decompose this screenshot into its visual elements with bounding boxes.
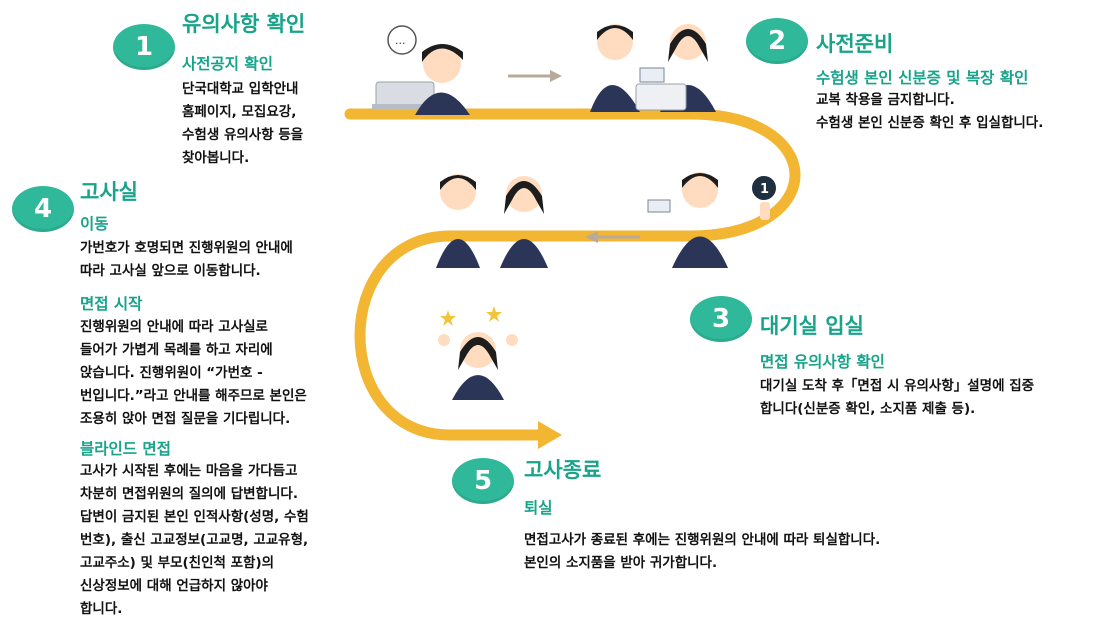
body-line: 홈페이지, 모집요강, xyxy=(182,104,297,120)
guide-illustration xyxy=(647,172,776,268)
step-4-badge: 4 xyxy=(12,186,74,232)
body-line: 답변이 금지된 본인 인적사항(성명, 수험 xyxy=(80,509,309,525)
step-5-body: 면접고사가 종료된 후에는 진행위원의 안내에 따라 퇴실합니다. 본인의 소지… xyxy=(524,529,880,575)
body-line: 들어가 가볍게 목례를 하고 자리에 xyxy=(80,342,273,358)
path-arrowhead xyxy=(538,421,562,449)
pointer-badge-text: 1 xyxy=(760,182,769,197)
body-line: 수험생 본인 신분증 확인 후 입실합니다. xyxy=(816,115,1044,131)
chat-bubble-text: ... xyxy=(395,34,406,47)
body-line: 번입니다.”라고 안내를 해주므로 본인은 xyxy=(80,388,307,404)
step-4-body-move: 가번호가 호명되면 진행위원의 안내에 따라 고사실 앞으로 이동합니다. xyxy=(80,237,293,283)
body-line: 수험생 유의사항 등을 xyxy=(182,127,304,143)
step-2-badge: 2 xyxy=(746,18,808,64)
step-3-body: 대기실 도착 후「면접 시 유의사항」설명에 집중 합니다(신분증 확인, 소지… xyxy=(760,375,1034,421)
body-line: 합니다(신분증 확인, 소지품 제출 등). xyxy=(760,401,976,417)
step-5-badge: 5 xyxy=(452,458,514,504)
step-4-subtitle-blind: 블라인드 면접 xyxy=(80,440,171,458)
step-2-title: 사전준비 xyxy=(816,32,894,56)
arrow-left-icon xyxy=(585,231,640,243)
arrow-right-icon xyxy=(508,70,562,82)
body-line: 합니다. xyxy=(80,601,123,617)
student-laptop-illustration xyxy=(372,25,470,115)
step-4-body-start: 진행위원의 안내에 따라 고사실로 들어가 가볍게 목례를 하고 자리에 앉습니… xyxy=(80,316,307,431)
body-line: 본인의 소지품을 받아 귀가합니다. xyxy=(524,555,718,571)
body-line: 고사가 시작된 후에는 마음을 가다듬고 xyxy=(80,463,298,479)
step-4-subtitle-start: 면접 시작 xyxy=(80,295,143,313)
step-3-title: 대기실 입실 xyxy=(760,314,864,338)
two-students-illustration xyxy=(436,174,548,268)
step-1-body: 단국대학교 입학안내 홈페이지, 모집요강, 수험생 유의사항 등을 찾아봅니다… xyxy=(182,78,303,170)
step-1-badge: 1 xyxy=(113,24,175,70)
body-line: 찾아봅니다. xyxy=(182,150,250,166)
step-5-subtitle: 퇴실 xyxy=(524,499,553,517)
cheering-student-illustration xyxy=(438,306,518,400)
step-4-title: 고사실 xyxy=(80,180,138,204)
body-line: 대기실 도착 후「면접 시 유의사항」설명에 집중 xyxy=(760,378,1035,394)
body-line: 따라 고사실 앞으로 이동합니다. xyxy=(80,263,261,279)
body-line: 단국대학교 입학안내 xyxy=(182,81,299,97)
step-2-subtitle: 수험생 본인 신분증 및 복장 확인 xyxy=(816,69,1029,87)
winding-path xyxy=(344,108,801,441)
id-exchange-illustration xyxy=(590,24,716,112)
body-line: 가번호가 호명되면 진행위원의 안내에 xyxy=(80,240,293,256)
body-line: 교복 착용을 금지합니다. xyxy=(816,92,955,108)
step-4-body-blind: 고사가 시작된 후에는 마음을 가다듬고 차분히 면접위원의 질의에 답변합니다… xyxy=(80,460,309,621)
step-2-body: 교복 착용을 금지합니다. 수험생 본인 신분증 확인 후 입실합니다. xyxy=(816,89,1043,135)
step-5-title: 고사종료 xyxy=(524,458,602,482)
body-line: 번호), 출신 고교정보(고교명, 고교유형, xyxy=(80,532,309,548)
step-4-subtitle-move: 이동 xyxy=(80,215,109,233)
body-line: 차분히 면접위원의 질의에 답변합니다. xyxy=(80,486,298,502)
step-1-title: 유의사항 확인 xyxy=(182,12,306,36)
body-line: 진행위원의 안내에 따라 고사실로 xyxy=(80,319,268,335)
body-line: 조용히 앉아 면접 질문을 기다립니다. xyxy=(80,411,291,427)
step-1-subtitle: 사전공지 확인 xyxy=(182,55,273,73)
body-line: 면접고사가 종료된 후에는 진행위원의 안내에 따라 퇴실합니다. xyxy=(524,532,881,548)
step-3-subtitle: 면접 유의사항 확인 xyxy=(760,353,885,371)
body-line: 고교주소) 및 부모(친인척 포함)의 xyxy=(80,555,275,571)
body-line: 신상정보에 대해 언급하지 않아야 xyxy=(80,578,268,594)
body-line: 앉습니다. 진행위원이 “가번호 - xyxy=(80,365,263,381)
step-3-badge: 3 xyxy=(690,296,752,342)
